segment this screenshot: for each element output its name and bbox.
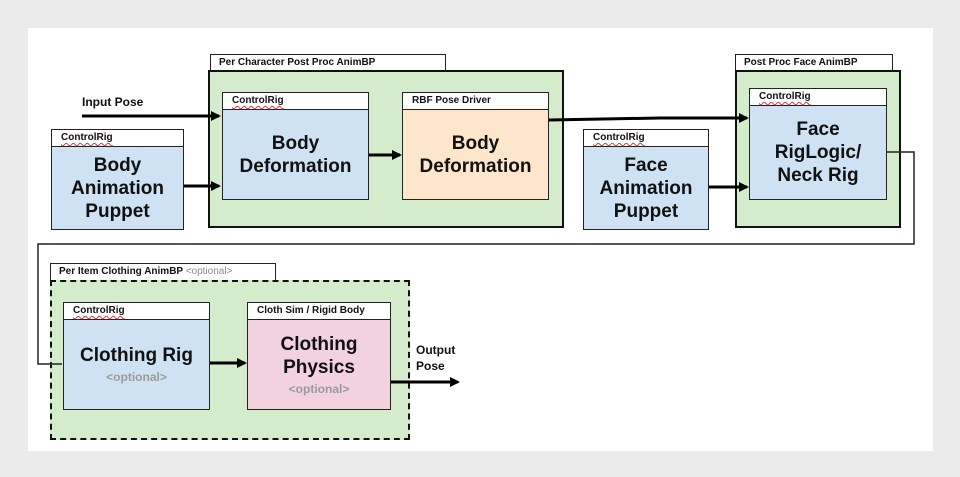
node-title: Face Animation Puppet	[599, 154, 693, 222]
node-header: ControlRig	[584, 130, 708, 147]
node-body-deformation-rbf[interactable]: RBF Pose Driver Body Deformation	[402, 92, 549, 200]
optional-tag: <optional>	[288, 381, 350, 396]
node-header: Cloth Sim / Rigid Body	[248, 303, 390, 320]
node-title: Face RigLogic/ Neck Rig	[774, 119, 862, 186]
input-pose-label: Input Pose	[82, 95, 144, 109]
node-header: RBF Pose Driver	[403, 93, 548, 110]
node-clothing-rig[interactable]: ControlRig Clothing Rig <optional>	[63, 302, 210, 410]
node-header: ControlRig	[64, 303, 209, 320]
group-per-item-clothing-title: Per Item Clothing AnimBP <optional>	[50, 263, 276, 281]
optional-tag: <optional>	[106, 370, 167, 384]
node-header: ControlRig	[223, 93, 368, 110]
node-title: Body Deformation	[239, 132, 352, 177]
node-face-riglogic-neck-rig[interactable]: ControlRig Face RigLogic/ Neck Rig	[749, 88, 887, 200]
group-per-item-clothing-optional: <optional>	[185, 266, 233, 277]
output-pose-label-line1: Output	[416, 343, 456, 357]
node-header: ControlRig	[750, 89, 886, 106]
node-face-animation-puppet[interactable]: ControlRig Face Animation Puppet	[583, 129, 709, 230]
node-body-animation-puppet[interactable]: ControlRig Body Animation Puppet	[51, 129, 184, 230]
node-title: Body Animation Puppet	[71, 154, 164, 222]
node-body-deformation-controlrig[interactable]: ControlRig Body Deformation	[222, 92, 369, 200]
output-pose-label: Output Pose	[416, 342, 455, 374]
node-title: Body Deformation	[419, 132, 532, 177]
node-clothing-physics[interactable]: Cloth Sim / Rigid Body Clothing Physics …	[247, 302, 391, 410]
node-title: Clothing Physics <optional>	[280, 333, 358, 396]
node-title: Clothing Rig <optional>	[80, 345, 193, 384]
node-header: ControlRig	[52, 130, 183, 147]
output-pose-label-line2: Pose	[416, 359, 445, 373]
